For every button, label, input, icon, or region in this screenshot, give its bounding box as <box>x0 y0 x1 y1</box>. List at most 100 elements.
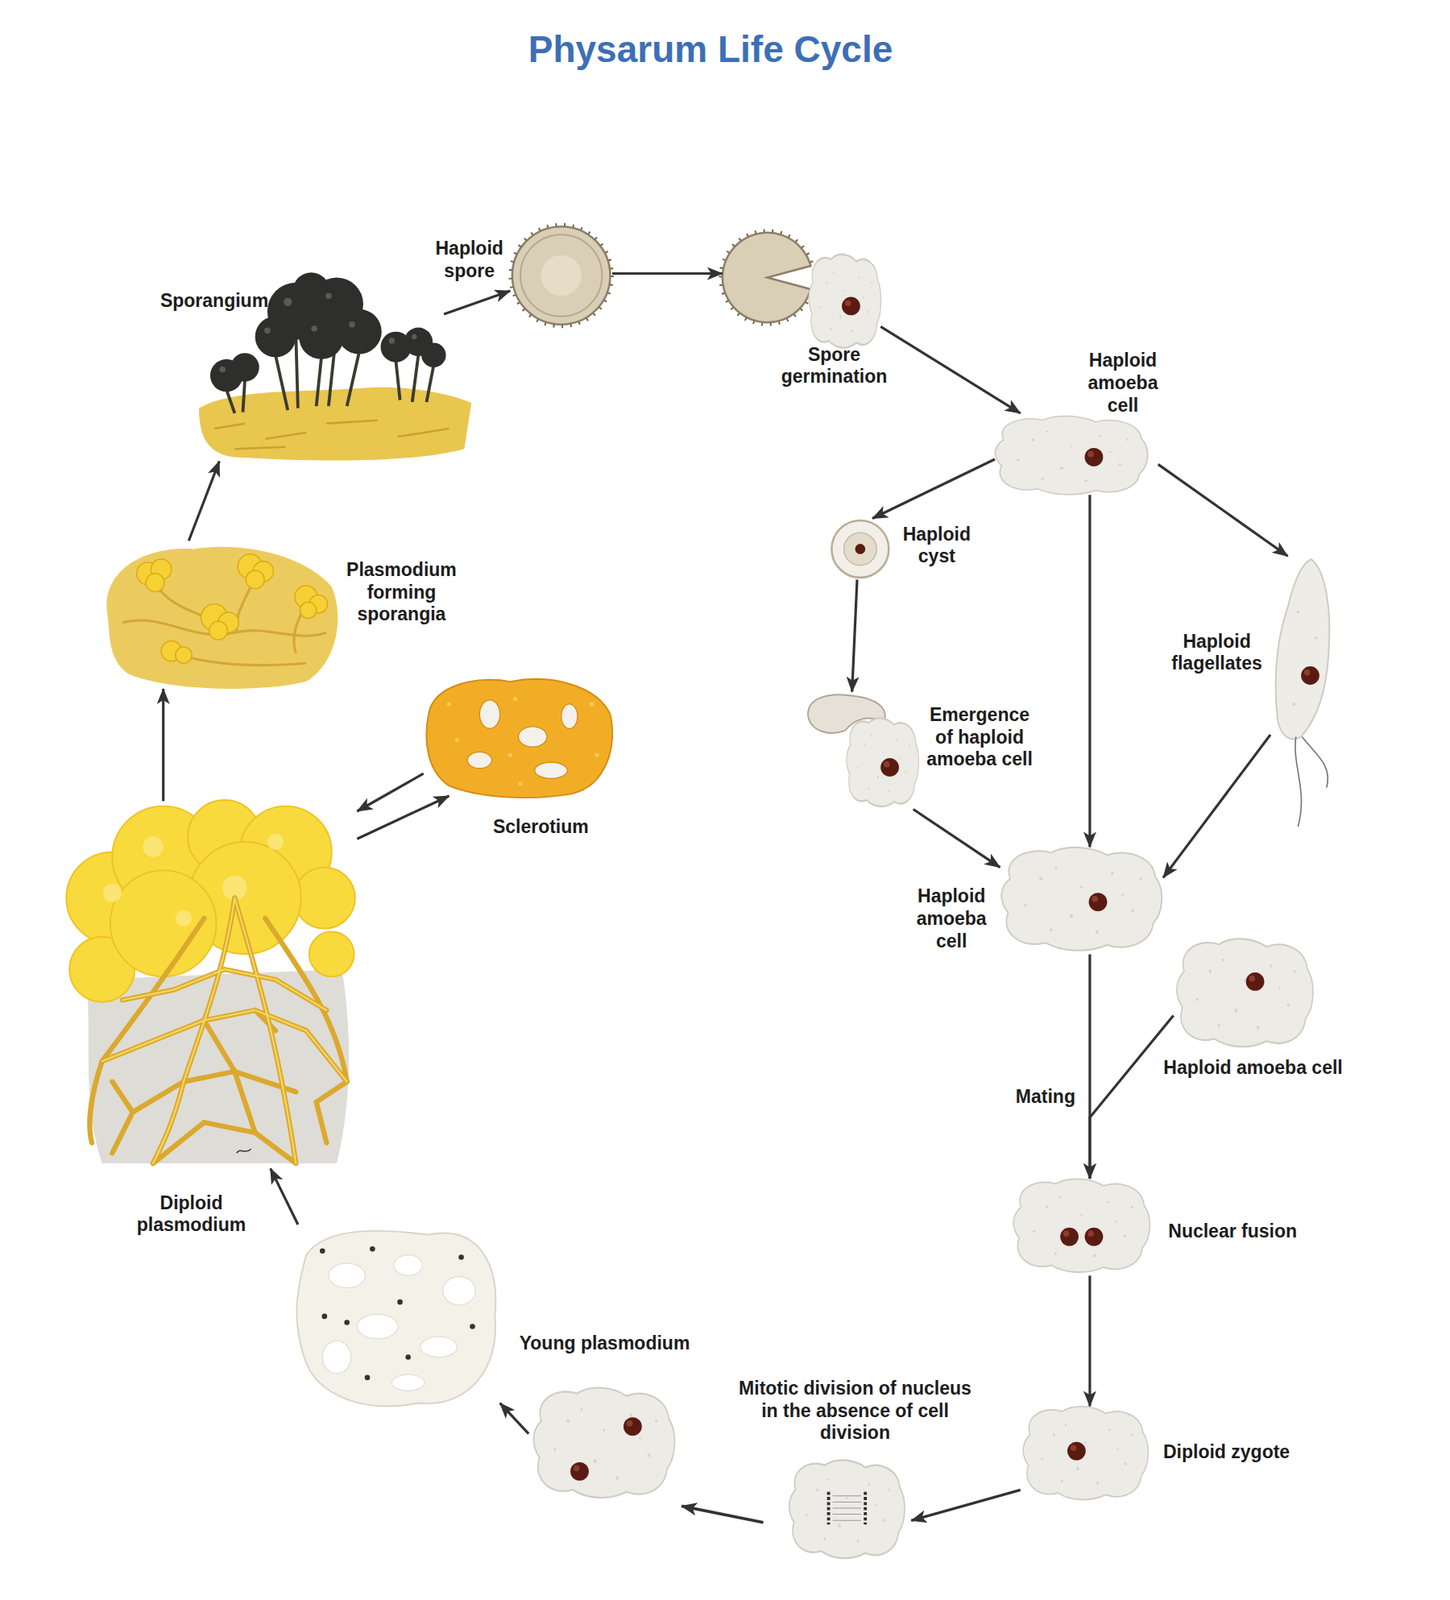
sporangium-drawing <box>411 334 417 340</box>
sporangium-drawing <box>242 379 245 413</box>
diploid-plasmodium-drawing <box>102 1010 348 1082</box>
germination-drawing <box>819 271 873 333</box>
stage-label: Haploid amoeba cell <box>907 885 995 953</box>
stage-node: Nuclear fusion <box>1010 1178 1153 1276</box>
zygote-drawing <box>1023 1406 1148 1500</box>
binucleate-drawing <box>533 1387 675 1498</box>
flagellate-drawing <box>1300 666 1320 685</box>
stage-node: Haploid spore <box>509 224 613 328</box>
binucleate-drawing <box>623 1416 643 1436</box>
sporangium-drawing <box>348 321 356 328</box>
amoeba-drawing <box>1089 892 1108 912</box>
germination-drawing <box>720 230 881 348</box>
cycle-arrow <box>356 773 423 812</box>
edge-label: Mating <box>1013 1085 1078 1109</box>
diploid-plasmodium-drawing <box>267 833 284 850</box>
amoeba-drawing <box>1001 847 1162 951</box>
stage-label: Sporangium <box>153 290 276 313</box>
sporangium-drawing <box>316 356 322 406</box>
cycle-arrow <box>161 688 165 801</box>
germination-drawing <box>720 230 815 325</box>
cycle-arrow <box>500 1403 530 1434</box>
forming-sporangia-drawing <box>175 646 192 663</box>
fusion-drawing <box>1032 1196 1134 1258</box>
young-plasmodium-drawing <box>343 1319 350 1326</box>
flagellate-drawing <box>1314 636 1318 640</box>
emergence-drawing <box>880 758 899 777</box>
stage-node: Haploid amoeba cell <box>994 413 1159 495</box>
sclerotium-drawing <box>517 781 522 786</box>
mitosis-drawing <box>789 1459 905 1558</box>
stage-arrow <box>681 1505 763 1522</box>
cycle-arrow <box>913 809 1001 868</box>
cycle-arrow <box>1088 494 1091 847</box>
zygote-drawing <box>1023 1406 1148 1500</box>
diploid-plasmodium-drawing <box>142 836 163 858</box>
sporangium-drawing <box>298 314 344 360</box>
cyst-drawing <box>855 543 866 555</box>
sclerotium-drawing <box>455 737 460 742</box>
sclerotium-drawing <box>467 751 492 768</box>
forming-sporangia-drawing <box>299 601 316 618</box>
amoeba-drawing <box>1023 865 1143 934</box>
sporangium-drawing <box>389 337 396 344</box>
sclerotium-drawing <box>426 679 613 798</box>
stage-node: Haploid amoeba cell <box>999 846 1164 954</box>
amoeba-drawing <box>1085 447 1104 467</box>
young-plasmodium-drawing <box>322 1255 476 1391</box>
sclerotium-drawing <box>517 726 547 747</box>
amoeba-drawing <box>1176 938 1314 1047</box>
sclerotium-drawing <box>447 696 600 786</box>
stage-label: Mitotic division of nucleus in the absen… <box>732 1377 978 1445</box>
spore-drawing <box>509 224 613 328</box>
mitosis-drawing <box>789 1459 905 1558</box>
sporangium-drawing <box>336 309 382 355</box>
young-plasmodium-drawing <box>296 1230 496 1407</box>
stage-node: Spore germination <box>722 232 881 340</box>
amoeba-drawing <box>1176 938 1314 1047</box>
stage-label: Haploid cyst <box>895 523 978 568</box>
sclerotium-drawing <box>513 696 518 701</box>
stage-label: Haploid flagellates <box>1168 630 1265 676</box>
diploid-plasmodium-drawing <box>122 969 327 1011</box>
stage-node: Haploid flagellates <box>1270 555 1332 740</box>
sporangium-drawing <box>412 355 419 402</box>
stage-label: Diploid plasmodium <box>132 1192 251 1237</box>
young-plasmodium-drawing <box>319 1248 326 1255</box>
forming-sporangia-drawing <box>173 653 307 666</box>
amoeba-drawing <box>1196 958 1297 1030</box>
stage-label: Haploid amoeba cell <box>1151 1056 1355 1080</box>
forming-sporangia-drawing <box>245 570 265 589</box>
sclerotium-drawing <box>561 704 578 729</box>
young-plasmodium-drawing <box>397 1299 403 1305</box>
diploid-plasmodium-drawing <box>103 833 284 927</box>
sclerotium-drawing <box>426 679 613 798</box>
cycle-arrow <box>270 1168 299 1225</box>
cycle-arrow <box>1089 1015 1174 1179</box>
cycle-arrow <box>880 326 1021 414</box>
sporangium-drawing <box>283 298 292 307</box>
sporangium-drawing <box>198 387 472 461</box>
amoeba-drawing <box>1176 938 1314 1047</box>
spore-drawing <box>509 224 613 328</box>
diploid-plasmodium-drawing <box>153 898 235 1164</box>
forming-sporangia-drawing <box>106 546 338 689</box>
flagellate-drawing <box>1301 736 1328 788</box>
sporangium-drawing <box>310 325 318 332</box>
diploid-plasmodium-drawing <box>111 1081 347 1154</box>
amoeba-drawing <box>1246 972 1265 991</box>
fusion-drawing <box>1085 1227 1104 1247</box>
amoeba-drawing <box>1016 430 1129 482</box>
spore-drawing <box>520 234 602 316</box>
sclerotium-drawing <box>508 753 513 758</box>
forming-sporangia-drawing <box>106 546 338 689</box>
sporangium-drawing <box>421 343 446 368</box>
diploid-plasmodium-drawing <box>90 898 348 1164</box>
stage-label: Plasmodium forming sporangia <box>343 559 461 626</box>
cycle-arrow <box>188 461 220 542</box>
stage-node: Emergence of haploid amoeba cell <box>806 691 919 810</box>
spore-drawing <box>512 226 611 325</box>
stage-node: Sclerotium <box>423 673 613 796</box>
